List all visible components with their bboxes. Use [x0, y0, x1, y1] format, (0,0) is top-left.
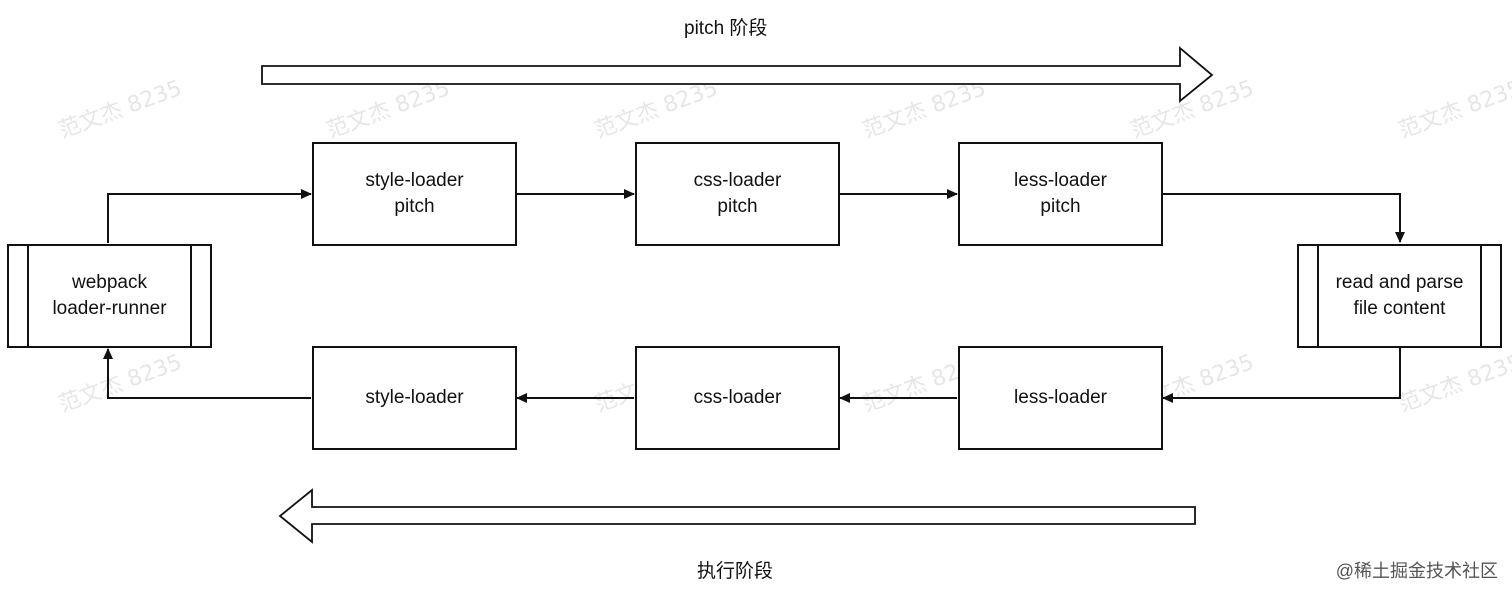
- less-loader-pitch-line2: pitch: [1040, 196, 1081, 217]
- css-loader-pitch-node: css-loader pitch: [635, 142, 840, 246]
- style-loader-label: style-loader: [365, 387, 464, 408]
- execute-phase-label: 执行阶段: [697, 561, 774, 582]
- loader-runner-node: webpack loader-runner: [7, 244, 212, 348]
- read-parse-node-body: read and parse file content: [1317, 246, 1482, 346]
- loader-runner-node-body: webpack loader-runner: [27, 246, 192, 346]
- style-loader-pitch-line1: style-loader: [365, 170, 464, 191]
- read-parse-line2: file content: [1353, 298, 1446, 319]
- less-loader-pitch-node: less-loader pitch: [958, 142, 1163, 246]
- style-loader-pitch-line2: pitch: [394, 196, 435, 217]
- css-loader-pitch-line1: css-loader: [693, 170, 782, 191]
- css-loader-label: css-loader: [693, 387, 782, 408]
- less-loader-pitch-line1: less-loader: [1014, 170, 1107, 191]
- watermark-text: 范文杰 8235: [1396, 350, 1512, 418]
- less-loader-label: less-loader: [1014, 387, 1107, 408]
- connector-read-parse-to-less: [1162, 347, 1401, 403]
- watermark-text: 范文杰 8235: [592, 76, 722, 144]
- read-parse-node: read and parse file content: [1297, 244, 1502, 348]
- watermark-text: 范文杰 8235: [860, 76, 990, 144]
- connector-style-to-runner: [103, 348, 311, 399]
- pitch-phase-arrow: [261, 46, 1214, 103]
- loader-runner-line1: webpack: [72, 272, 147, 293]
- watermark-text: 范文杰 8235: [324, 76, 454, 144]
- pitch-phase-label: pitch 阶段: [684, 18, 768, 39]
- style-loader-node: style-loader: [312, 346, 517, 450]
- css-loader-pitch-line2: pitch: [717, 196, 758, 217]
- footer-credit: @稀土掘金技术社区: [1335, 561, 1498, 581]
- style-loader-pitch-node: style-loader pitch: [312, 142, 517, 246]
- watermark-text: 范文杰 8235: [1396, 76, 1512, 144]
- watermark-text: 范文杰 8235: [56, 76, 186, 144]
- css-loader-node: css-loader: [635, 346, 840, 450]
- read-parse-line1: read and parse: [1335, 272, 1464, 293]
- less-loader-node: less-loader: [958, 346, 1163, 450]
- connector-runner-to-style-pitch: [107, 189, 312, 243]
- connector-less-pitch-to-read-parse: [1162, 193, 1405, 243]
- watermark-text: 范文杰 8235: [56, 350, 186, 418]
- loader-runner-line2: loader-runner: [52, 298, 167, 319]
- execute-phase-arrow: [278, 488, 1196, 544]
